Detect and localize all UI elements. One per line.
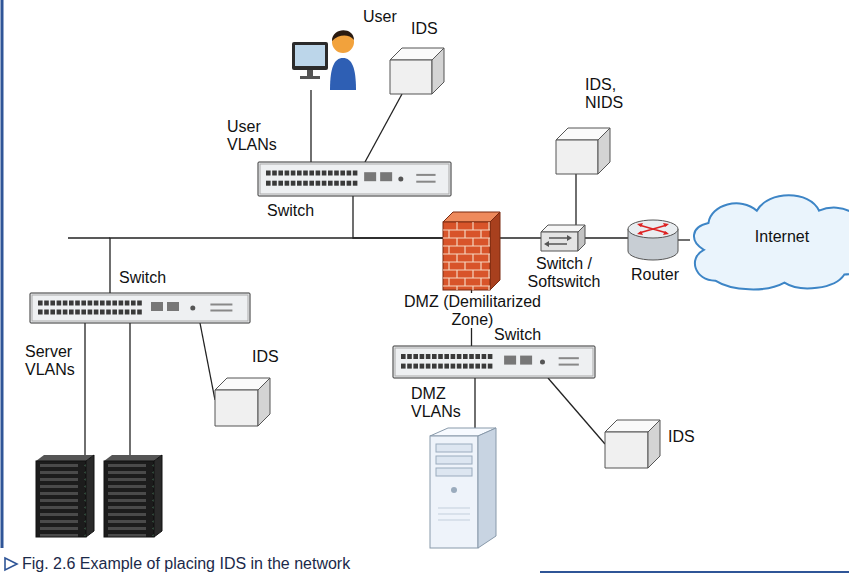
node-label: Switch [493, 326, 542, 344]
vlan-label: User VLANs [226, 118, 282, 153]
switch-device: Switch [258, 162, 451, 196]
ids-box-shape [215, 378, 270, 426]
node-label: Router [630, 266, 680, 284]
rack-server [104, 455, 162, 537]
rack-server [36, 455, 94, 537]
switch-device: Switch [393, 346, 595, 378]
network-link [548, 378, 605, 444]
ids-box-shape [390, 48, 444, 94]
network-link [575, 174, 576, 225]
frame-line [540, 571, 849, 573]
router: Router [628, 220, 678, 260]
network-link [353, 196, 443, 238]
ids-box: IDS [605, 420, 660, 468]
firewall-shape [443, 212, 500, 290]
switch-device-shape [258, 162, 451, 196]
server-wire [474, 378, 475, 428]
node-label: IDS, NIDS [584, 76, 632, 111]
bus-line [68, 237, 110, 238]
server-wire [84, 323, 85, 455]
softswitch: Switch / Softswitch [541, 225, 585, 251]
network-link [310, 90, 311, 162]
vlan-label: Server VLANs [24, 343, 81, 378]
server-wire [129, 323, 130, 455]
ids-box: IDS [215, 378, 270, 426]
frame-line [1, 0, 4, 548]
switch-device-shape [30, 293, 250, 323]
user-icon: User [292, 12, 356, 90]
ids-box: IDS [390, 48, 444, 94]
node-label: DMZ (Demilitarized Zone) [397, 293, 549, 328]
router-shape [628, 220, 678, 260]
node-label: Switch [118, 269, 167, 287]
switch-device: Switch [30, 293, 250, 323]
network-link [678, 239, 690, 240]
nids-box: IDS, NIDS [556, 128, 610, 174]
ids-box-shape [605, 420, 660, 468]
firewall: DMZ (Demilitarized Zone) [443, 212, 500, 290]
network-link [110, 238, 443, 293]
user-icon-shape [292, 12, 356, 90]
node-label: Internet [690, 228, 849, 246]
softswitch-shape [541, 225, 585, 251]
figure-caption: Fig. 2.6 Example of placing IDS in the n… [22, 554, 350, 573]
nids-box-shape [556, 128, 610, 174]
node-label: User [362, 8, 398, 26]
internet-cloud: Internet [690, 186, 849, 294]
node-label: IDS [410, 20, 439, 38]
caption-marker [5, 558, 17, 570]
tower-server [430, 428, 496, 548]
node-label: Switch [266, 202, 315, 220]
network-link [365, 94, 402, 162]
switch-device-shape [393, 346, 595, 378]
vlan-label: DMZ VLANs [410, 385, 467, 420]
node-label: Switch / Softswitch [523, 255, 605, 290]
network-link [500, 237, 541, 238]
node-label: IDS [667, 428, 696, 446]
network-link [585, 237, 628, 238]
network-link [200, 323, 215, 400]
node-label: IDS [251, 348, 280, 366]
